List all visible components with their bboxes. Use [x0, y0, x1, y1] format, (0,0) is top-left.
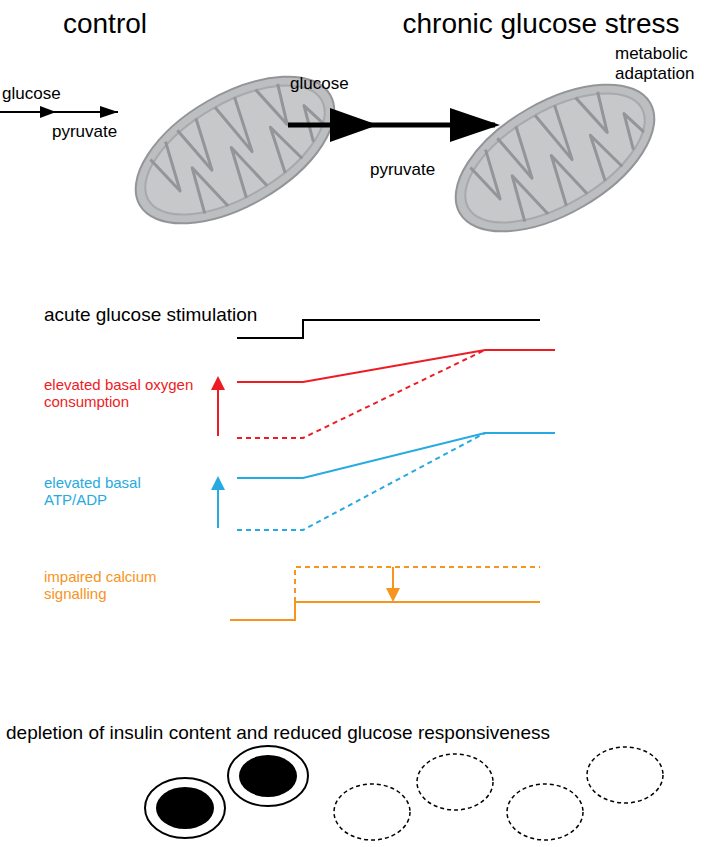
metabolite-label: pyruvate [370, 160, 450, 180]
panel-heading: control [40, 8, 170, 40]
oxygen-traces [211, 350, 555, 438]
metabolite-label: pyruvate [52, 122, 132, 142]
trace-label: impaired calcium signalling [44, 568, 194, 603]
depleted-granules [334, 747, 663, 840]
calcium-traces [230, 567, 540, 620]
stimulation-trace [237, 320, 540, 338]
flux-arrow-control [0, 106, 118, 118]
insulin-granules [145, 746, 308, 838]
metabolite-label: glucose [290, 74, 380, 94]
panel-heading: chronic glucose stress [379, 8, 703, 40]
flux-arrow-stress [288, 108, 500, 142]
atp-traces [211, 433, 555, 530]
mitochondrion-stress [432, 55, 679, 262]
summary-label: depletion of insulin content and reduced… [6, 722, 700, 744]
metabolite-label: glucose [2, 84, 82, 104]
trace-label: elevated basal ATP/ADP [44, 474, 164, 509]
trace-label: elevated basal oxygen consumption [44, 376, 209, 411]
state-label: metabolic adaptation [615, 44, 703, 83]
trace-label: acute glucose stimulation [44, 304, 344, 326]
